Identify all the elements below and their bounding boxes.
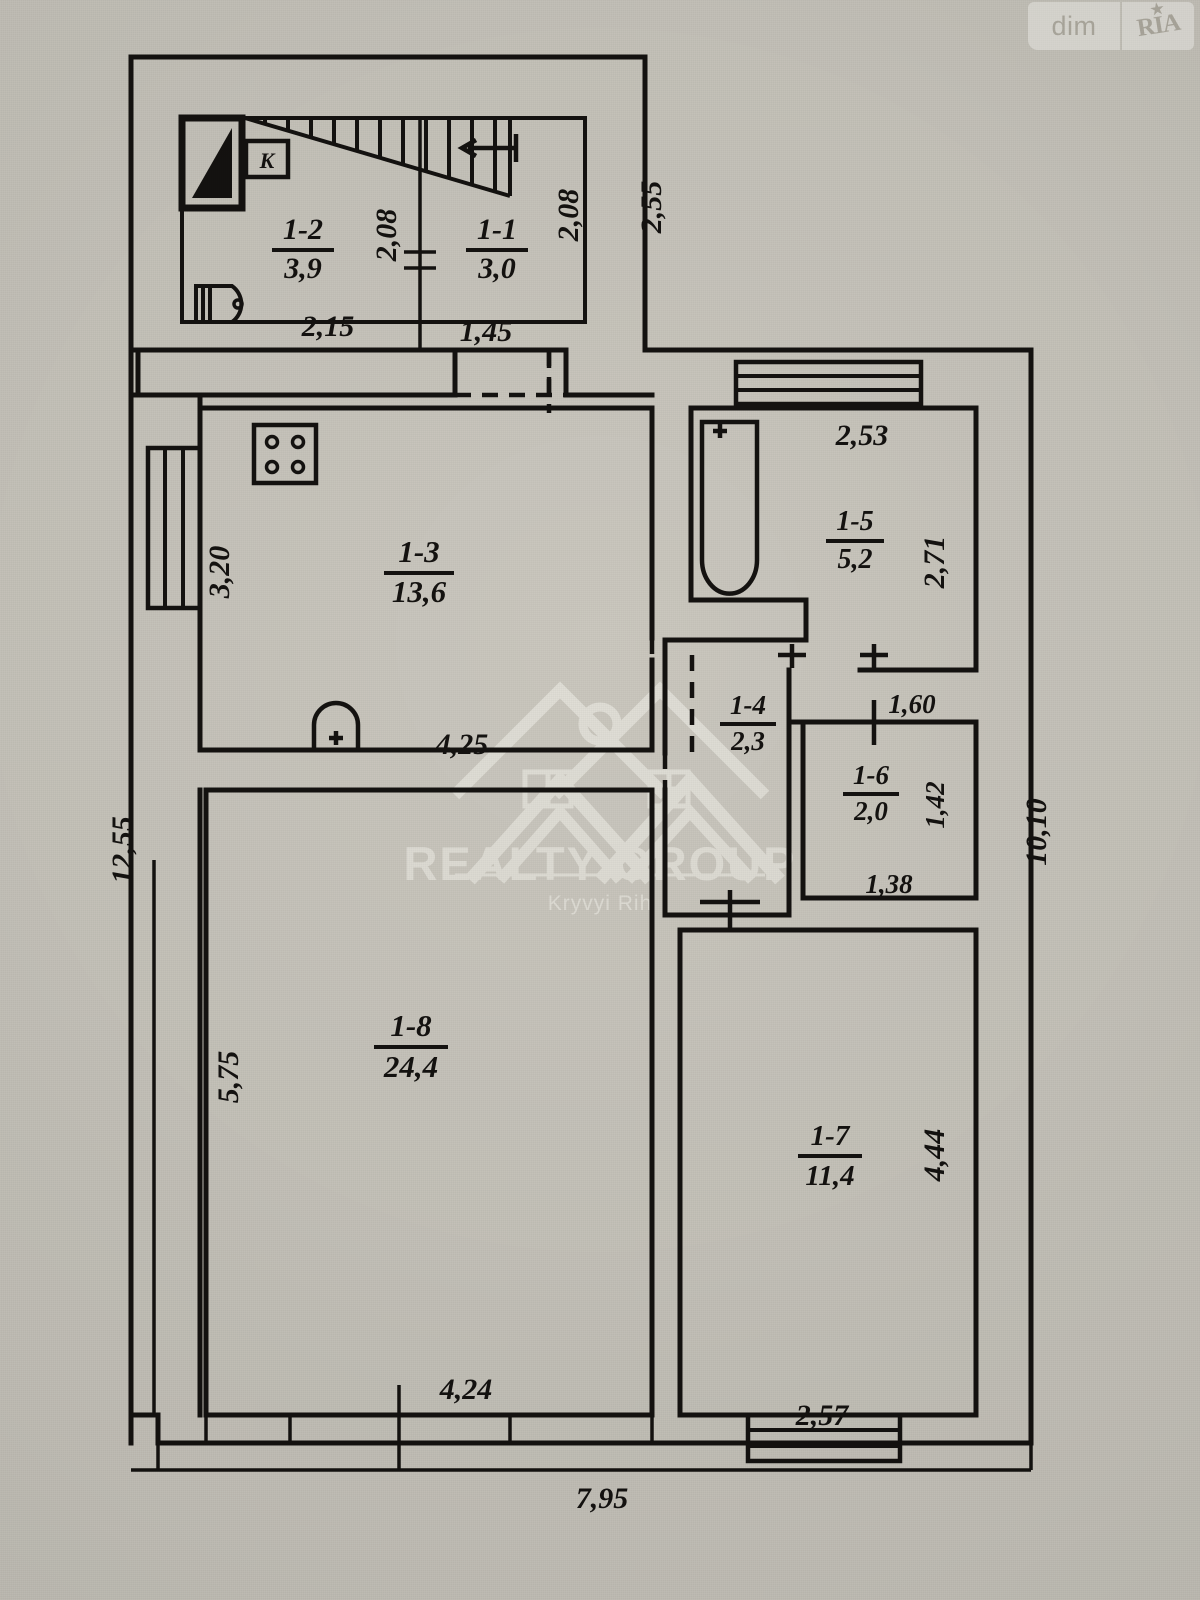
dim-2-15: 2,15 <box>301 310 355 343</box>
room-label-1-8: 1-8 24,4 <box>374 1008 448 1084</box>
room-area-1-7: 11,4 <box>805 1160 854 1192</box>
room-label-layer: 1-1 3,0 1-2 3,9 1-3 13,6 1-4 2,3 1-5 5,2… <box>272 213 899 1192</box>
room-area-1-6: 2,0 <box>853 796 888 826</box>
logo-ria-wordmark: ★ RIA <box>1135 1 1182 43</box>
logo-dim[interactable]: dim <box>1028 2 1120 50</box>
dim-7-95: 7,95 <box>576 1482 629 1515</box>
room-area-1-1: 3,0 <box>477 252 516 285</box>
plumbing-stubs <box>700 644 888 930</box>
watermark-main-text: REALTY GROUP <box>403 837 796 890</box>
room-id-1-5: 1-5 <box>836 506 873 537</box>
room-area-1-4: 2,3 <box>730 726 765 756</box>
boiler-icon <box>178 114 246 212</box>
dimension-lines <box>131 118 1033 1472</box>
wall-1-5-bottom-left <box>688 597 809 643</box>
logo-dim-text: dim <box>1051 10 1097 41</box>
window-icon-left <box>145 445 203 611</box>
dimension-text-layer: 2,55 2,08 2,08 2,15 1,45 2,53 2,71 3,20 … <box>106 181 1053 1515</box>
dim-12-55: 12,55 <box>106 816 139 884</box>
logo-ria[interactable]: ★ RIA <box>1122 1 1194 50</box>
window-layer <box>145 359 924 1464</box>
dim-1-45: 1,45 <box>460 315 513 348</box>
stove-icon <box>251 422 319 486</box>
wall-upper-outer <box>128 54 648 353</box>
room-label-1-7: 1-7 11,4 <box>798 1120 862 1192</box>
dim-1-38: 1,38 <box>865 869 913 899</box>
window-icon-top <box>733 359 924 407</box>
stairs-direction-arrow-icon <box>457 134 519 162</box>
room-area-1-3: 13,6 <box>392 574 447 609</box>
sink-icon <box>311 700 361 750</box>
room-label-1-6: 1-6 2,0 <box>843 760 899 826</box>
room-label-1-2: 1-2 3,9 <box>272 213 334 285</box>
dim-2-55: 2,55 <box>635 181 668 235</box>
room-label-1-1: 1-1 3,0 <box>466 213 528 285</box>
dim-1-42: 1,42 <box>920 781 950 828</box>
bathtub-icon <box>699 419 760 596</box>
wall-layer <box>128 54 1034 1446</box>
dim-2-53: 2,53 <box>835 419 889 452</box>
room-area-1-8: 24,4 <box>383 1049 438 1084</box>
marker-k-label: K <box>259 148 276 173</box>
dim-3-20: 3,20 <box>203 546 236 600</box>
wall-1-5-bottom-right <box>857 597 979 673</box>
site-logo[interactable]: dim ★ RIA <box>1028 1 1194 50</box>
dim-2-08-left: 2,08 <box>370 209 403 263</box>
room-id-1-6: 1-6 <box>853 760 889 790</box>
dim-10-10: 10,10 <box>1020 798 1053 866</box>
dim-5-75: 5,75 <box>212 1051 245 1104</box>
dim-2-71: 2,71 <box>918 536 951 590</box>
marker-k-box: K <box>243 138 291 180</box>
room-label-1-4: 1-4 2,3 <box>720 690 776 756</box>
dim-2-57: 2,57 <box>795 1399 850 1432</box>
dim-4-25: 4,25 <box>435 728 489 761</box>
room-label-1-3: 1-3 13,6 <box>384 534 454 609</box>
wall-1-5-outer <box>688 405 979 603</box>
dim-1-60: 1,60 <box>888 689 936 719</box>
room-id-1-1: 1-1 <box>477 213 517 246</box>
room-label-1-5: 1-5 5,2 <box>826 506 884 575</box>
watermark-realty-group: REALTY GROUP Kryvyi Rih <box>403 681 796 915</box>
room-id-1-4: 1-4 <box>730 690 766 720</box>
room-id-1-3: 1-3 <box>398 534 439 569</box>
room-area-1-5: 5,2 <box>838 544 873 575</box>
star-icon: ★ <box>1148 1 1164 19</box>
dim-4-44: 4,44 <box>918 1129 951 1183</box>
dim-2-08-right: 2,08 <box>552 189 585 243</box>
watermark-sub-text: Kryvyi Rih <box>548 892 653 915</box>
room-area-1-2: 3,9 <box>283 252 322 285</box>
room-id-1-8: 1-8 <box>390 1008 432 1043</box>
toilet-icon <box>194 284 244 324</box>
room-id-1-7: 1-7 <box>811 1120 851 1152</box>
staircase-icon <box>244 116 512 198</box>
wall-1-6 <box>800 719 979 901</box>
dim-4-24: 4,24 <box>439 1373 493 1406</box>
room-id-1-2: 1-2 <box>283 213 323 246</box>
window-icon-bottom <box>745 1412 903 1464</box>
door-opening-layer <box>455 350 695 793</box>
